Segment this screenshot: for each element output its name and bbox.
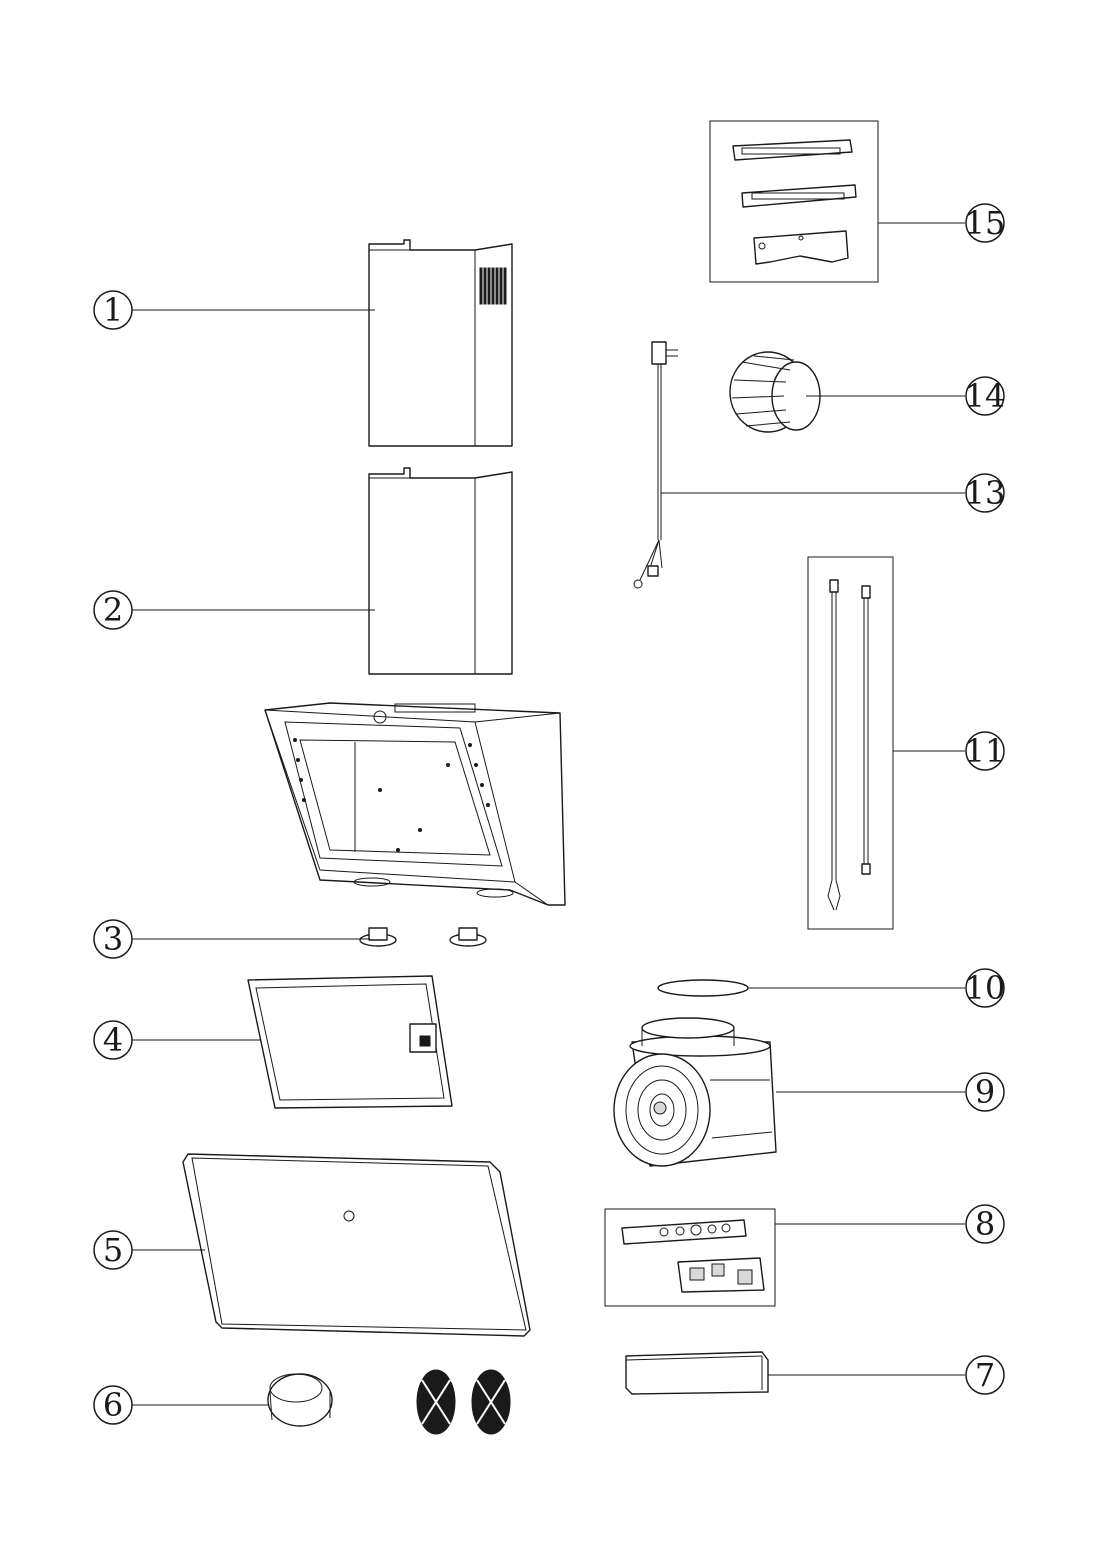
control-knobs	[359, 927, 487, 947]
duct-adapter	[267, 1373, 333, 1427]
callout-15: 15	[965, 203, 1006, 243]
board-box	[604, 1208, 776, 1307]
callout-label-11: 11	[965, 732, 1006, 770]
carbon-filters	[416, 1369, 511, 1435]
leader-lines	[132, 222, 965, 1406]
mounting-brackets	[709, 120, 879, 283]
hood-body	[264, 702, 566, 906]
callout-4: 4	[93, 1020, 133, 1060]
callout-1: 1	[93, 290, 133, 330]
callout-7: 7	[965, 1355, 1005, 1395]
callout-label-3: 3	[103, 920, 123, 958]
callout-label-8: 8	[975, 1205, 995, 1243]
callout-5: 5	[93, 1230, 133, 1270]
callout-label-15: 15	[965, 204, 1006, 242]
led-lamps	[807, 556, 894, 930]
control-board	[604, 1208, 776, 1307]
lamps-box	[807, 556, 894, 930]
callout-label-14: 14	[965, 377, 1006, 415]
electrical-box	[625, 1351, 769, 1395]
upper-chimney	[368, 239, 513, 447]
callout-label-6: 6	[103, 1386, 123, 1424]
callout-label-2: 2	[103, 591, 123, 629]
power-cord	[633, 341, 678, 589]
callout-14: 14	[965, 376, 1006, 416]
brackets-box	[709, 120, 879, 283]
callout-label-10: 10	[965, 969, 1006, 1007]
callout-label-1: 1	[103, 291, 123, 329]
callout-3: 3	[93, 919, 133, 959]
callout-6: 6	[93, 1385, 133, 1425]
callout-label-13: 13	[965, 474, 1006, 512]
callout-label-5: 5	[103, 1231, 123, 1269]
blower-wheel	[729, 351, 821, 433]
callout-13: 13	[965, 473, 1006, 513]
grease-filter	[247, 975, 453, 1109]
lower-chimney	[368, 467, 513, 675]
callout-2: 2	[93, 590, 133, 630]
callout-label-7: 7	[975, 1356, 995, 1394]
callout-label-4: 4	[103, 1021, 123, 1059]
callout-8: 8	[965, 1204, 1005, 1244]
callout-10: 10	[965, 968, 1006, 1008]
glass-panel	[182, 1153, 531, 1337]
callout-label-9: 9	[975, 1073, 995, 1111]
motor-plate	[657, 979, 749, 997]
callout-9: 9	[965, 1072, 1005, 1112]
callout-11: 11	[965, 731, 1006, 771]
motor-assembly	[613, 1017, 777, 1167]
